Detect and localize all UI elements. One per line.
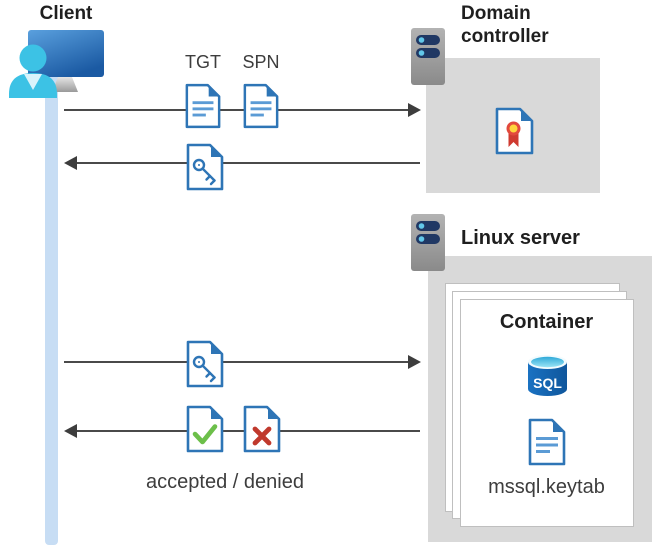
accepted-denied-label: accepted / denied (146, 471, 304, 493)
key-icon (192, 355, 216, 383)
client-label: Client (39, 3, 93, 24)
domain-controller-label: Domain controller (461, 2, 549, 48)
domain-controller-label-line1: Domain (461, 3, 531, 24)
spn-document-icon (243, 83, 279, 129)
cross-icon (252, 426, 272, 446)
container-title: Container (499, 311, 594, 333)
accepted-document-icon (186, 405, 224, 453)
request-arrowhead-bottom (408, 355, 421, 369)
request-arrow-line-top (64, 109, 409, 111)
domain-controller-label-line2: controller (461, 26, 549, 47)
certificate-icon (495, 107, 534, 155)
linux-server-label: Linux server (461, 227, 580, 249)
tgt-document-icon (185, 83, 221, 129)
response-arrowhead-top (64, 156, 77, 170)
check-icon (192, 424, 218, 445)
container-card (460, 299, 634, 527)
ticket-document-icon (186, 340, 224, 388)
request-arrowhead-top (408, 103, 421, 117)
sql-badge-label: SQL (533, 375, 562, 391)
service-ticket-document-icon (186, 143, 224, 191)
client-timeline (45, 64, 58, 545)
tgt-label: TGT (185, 52, 221, 72)
response-arrow-line-top (76, 162, 420, 164)
response-arrowhead-bottom (64, 424, 77, 438)
keytab-label: mssql.keytab (488, 476, 605, 498)
monitor-icon (28, 30, 104, 92)
denied-document-icon (243, 405, 281, 453)
person-icon (9, 44, 57, 98)
linux-server-icon (411, 214, 445, 271)
domain-controller-server-icon (411, 28, 445, 85)
keytab-document-icon (528, 418, 566, 466)
request-arrow-line-bottom (64, 361, 409, 363)
spn-label: SPN (242, 52, 280, 72)
key-icon (192, 158, 216, 186)
sql-database-icon: SQL (528, 355, 567, 396)
client-icon (9, 30, 104, 98)
